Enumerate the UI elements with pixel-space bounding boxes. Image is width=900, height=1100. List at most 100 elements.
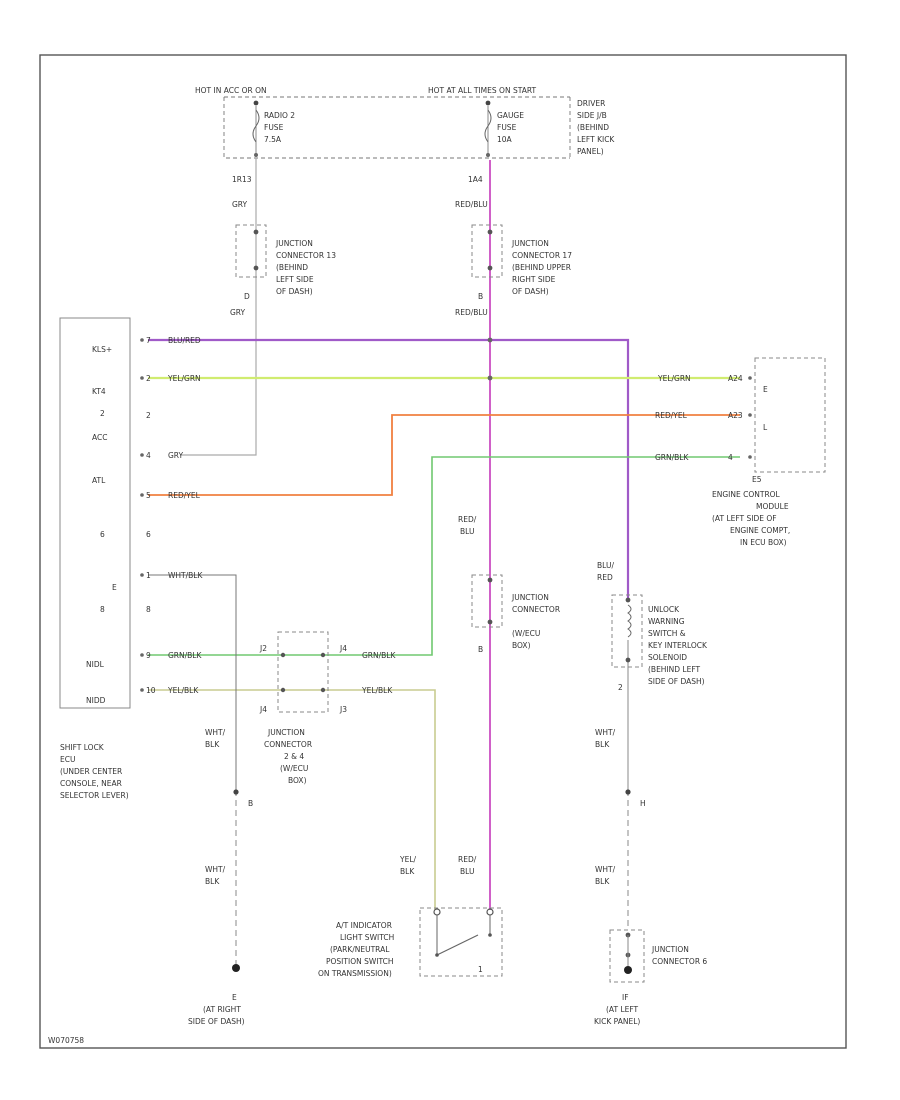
wire-redblu-bot: RED/BLU bbox=[455, 308, 488, 317]
pin-h-right: H bbox=[640, 799, 646, 808]
junction-connector-2-4: J2 J4 J4 J3 bbox=[259, 631, 347, 714]
svg-text:FUSE: FUSE bbox=[264, 123, 284, 132]
svg-text:JUNCTION: JUNCTION bbox=[267, 728, 305, 737]
wire-orange bbox=[148, 414, 740, 496]
header-left: HOT IN ACC OR ON bbox=[195, 86, 267, 95]
svg-text:A24: A24 bbox=[728, 374, 743, 383]
fuse-box bbox=[223, 96, 571, 159]
wire-whtblk-left bbox=[148, 574, 237, 790]
wire-gray bbox=[180, 158, 257, 456]
svg-text:POSITION SWITCH: POSITION SWITCH bbox=[326, 957, 394, 966]
wire-grnblk-left: GRN/BLK bbox=[168, 651, 202, 660]
svg-text:1: 1 bbox=[146, 571, 151, 580]
svg-text:10: 10 bbox=[146, 686, 156, 695]
wire-whtblk-right2b: BLK bbox=[595, 877, 610, 886]
svg-text:UNLOCK: UNLOCK bbox=[648, 605, 680, 614]
ecu-pin-6: 6 bbox=[100, 530, 105, 539]
ecu-pin-atl: ATL bbox=[92, 476, 106, 485]
wire-blured-right-2: RED bbox=[597, 573, 613, 582]
wire-gry-top: GRY bbox=[232, 200, 248, 209]
wire-whtblk-right2a: WHT/ bbox=[595, 865, 616, 874]
junction-connector-mid: JUNCTION CONNECTOR (W/ECU BOX) bbox=[471, 574, 560, 650]
svg-text:10A: 10A bbox=[497, 135, 513, 144]
splice-dot bbox=[487, 375, 493, 381]
svg-text:J4: J4 bbox=[259, 705, 267, 714]
wire-redblu-mid-1: RED/ bbox=[458, 515, 477, 524]
svg-text:(UNDER CENTER: (UNDER CENTER bbox=[60, 767, 122, 776]
svg-text:BOX): BOX) bbox=[512, 641, 531, 650]
wire-yelblk-low-1: YEL/ bbox=[399, 855, 416, 864]
svg-text:JUNCTION: JUNCTION bbox=[651, 945, 689, 954]
ecu-pin-kt4: KT4 bbox=[92, 387, 106, 396]
svg-text:5: 5 bbox=[146, 491, 151, 500]
svg-text:SIDE J/B: SIDE J/B bbox=[577, 111, 607, 120]
wire-purple-blured bbox=[148, 338, 630, 600]
svg-text:ON TRANSMISSION): ON TRANSMISSION) bbox=[318, 969, 392, 978]
engine-control-module: A24 A23 4 E L E5 bbox=[728, 357, 826, 484]
pin-b-left: B bbox=[248, 799, 253, 808]
svg-text:6: 6 bbox=[146, 530, 151, 539]
wire-whtblk-right1a: WHT/ bbox=[595, 728, 616, 737]
svg-text:CONNECTOR 6: CONNECTOR 6 bbox=[652, 957, 707, 966]
wire-yelblk-left: YEL/BLK bbox=[167, 686, 199, 695]
pin-b-mid: B bbox=[478, 645, 483, 654]
wire-whtblk-right1b: BLK bbox=[595, 740, 610, 749]
svg-text:2: 2 bbox=[146, 411, 151, 420]
wire-whtblk: WHT/BLK bbox=[168, 571, 203, 580]
svg-text:GAUGE: GAUGE bbox=[497, 111, 524, 120]
svg-text:FUSE: FUSE bbox=[497, 123, 517, 132]
wire-grnblk-mid: GRN/BLK bbox=[362, 651, 396, 660]
ground-left-label-1: (AT RIGHT bbox=[203, 1005, 241, 1014]
svg-text:(BEHIND: (BEHIND bbox=[276, 263, 308, 272]
at-indicator-switch: 1 bbox=[419, 907, 503, 977]
ground-right-icon bbox=[624, 966, 632, 974]
pin-2: 2 bbox=[618, 683, 623, 692]
wire-green bbox=[148, 456, 740, 656]
svg-text:A/T INDICATOR: A/T INDICATOR bbox=[336, 921, 392, 930]
svg-text:ENGINE COMPT,: ENGINE COMPT, bbox=[730, 526, 790, 535]
svg-text:CONNECTOR: CONNECTOR bbox=[512, 605, 560, 614]
wire-yelgrn-right: YEL/GRN bbox=[657, 374, 691, 383]
ecu-pin-8: 8 bbox=[100, 605, 105, 614]
svg-text:CONSOLE, NEAR: CONSOLE, NEAR bbox=[60, 779, 122, 788]
ecm-label: ENGINE CONTROL MODULE (AT LEFT SIDE OF E… bbox=[712, 490, 790, 547]
wire-redblu-top: RED/BLU bbox=[455, 200, 488, 209]
ecu-pin-kls: KLS+ bbox=[92, 345, 112, 354]
svg-text:SIDE OF DASH): SIDE OF DASH) bbox=[648, 677, 705, 686]
svg-text:(BEHIND LEFT: (BEHIND LEFT bbox=[648, 665, 701, 674]
svg-text:MODULE: MODULE bbox=[756, 502, 789, 511]
ecu-pin-nidd: NIDD bbox=[86, 696, 106, 705]
svg-text:(PARK/NEUTRAL: (PARK/NEUTRAL bbox=[330, 945, 390, 954]
ecu-pin-2: 2 bbox=[100, 409, 105, 418]
svg-text:9: 9 bbox=[146, 651, 151, 660]
ecu-pin-markers: 7 2 2 4 5 6 1 8 9 10 bbox=[140, 336, 156, 695]
svg-text:A23: A23 bbox=[728, 411, 743, 420]
unlock-warning-solenoid: UNLOCK WARNING SWITCH & KEY INTERLOCK SO… bbox=[611, 594, 708, 686]
ecu-pin-acc: ACC bbox=[92, 433, 107, 442]
wire-blured: BLU/RED bbox=[168, 336, 201, 345]
wire-blured-right-1: BLU/ bbox=[597, 561, 614, 570]
svg-text:OF DASH): OF DASH) bbox=[512, 287, 549, 296]
pin-b-17: B bbox=[478, 292, 483, 301]
svg-text:DRIVER: DRIVER bbox=[577, 99, 605, 108]
ground-right-label-1: (AT LEFT bbox=[606, 1005, 639, 1014]
svg-text:1: 1 bbox=[478, 965, 483, 974]
wire-redyel-right: RED/YEL bbox=[655, 411, 688, 420]
wire-whtblk-left1a: WHT/ bbox=[205, 728, 226, 737]
shift-lock-ecu-label: SHIFT LOCK ECU (UNDER CENTER CONSOLE, NE… bbox=[60, 743, 129, 800]
wire-yelblk-mid: YEL/BLK bbox=[361, 686, 393, 695]
wire-whtblk-left2a: WHT/ bbox=[205, 865, 226, 874]
splice-dot bbox=[487, 337, 493, 343]
wire-whtblk-left2b: BLK bbox=[205, 877, 220, 886]
junction-connector-17: JUNCTION CONNECTOR 17 (BEHIND UPPER RIGH… bbox=[471, 224, 572, 296]
radio-fuse: RADIO 2 FUSE 7.5A bbox=[252, 100, 295, 157]
wire-gry-bot: GRY bbox=[230, 308, 246, 317]
wire-whtblk-left1b: BLK bbox=[205, 740, 220, 749]
svg-text:E: E bbox=[763, 385, 768, 394]
at-switch-label: A/T INDICATOR LIGHT SWITCH (PARK/NEUTRAL… bbox=[318, 921, 394, 978]
ecu-pin-e: E bbox=[112, 583, 117, 592]
svg-text:(W/ECU: (W/ECU bbox=[512, 629, 540, 638]
svg-text:(BEHIND: (BEHIND bbox=[577, 123, 609, 132]
wire-redblu-low-1: RED/ bbox=[458, 855, 477, 864]
svg-text:RIGHT SIDE: RIGHT SIDE bbox=[512, 275, 556, 284]
